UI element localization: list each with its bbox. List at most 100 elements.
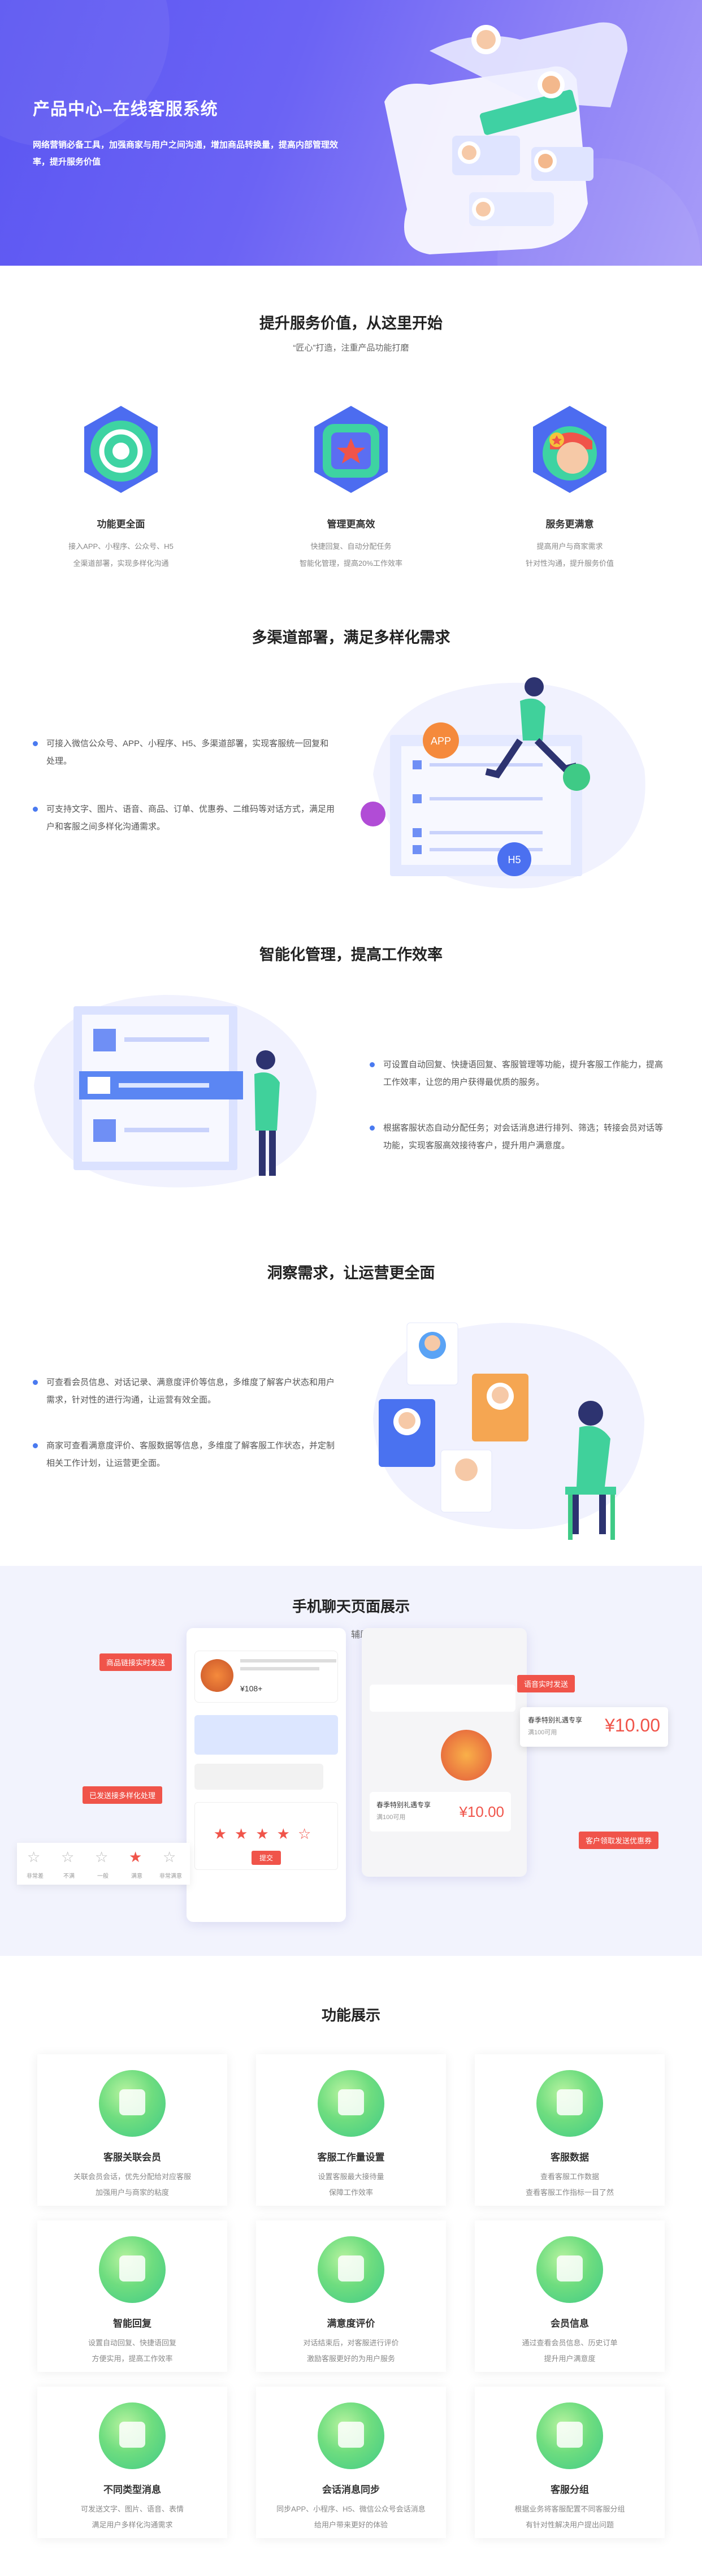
rating-panel: ★★★★☆ 提交 bbox=[194, 1802, 338, 1870]
values-subtitle: “匠心”打造，注重产品功能打磨 bbox=[293, 343, 409, 353]
feature-card: 客服分组 根据业务将客服配置不同客服分组有针对性解决用户提出问题 bbox=[475, 2387, 665, 2538]
star-label: 满意 bbox=[131, 1873, 142, 1880]
bullet-dot bbox=[370, 1062, 375, 1067]
app-badge: APP bbox=[431, 735, 451, 747]
value-desc-line: 接入APP、小程序、公众号、H5 bbox=[68, 542, 174, 551]
user-satisfaction-icon bbox=[533, 406, 606, 493]
feature-card: 智能回复 设置自动回复、快捷语回复方便实用，提高工作效率 bbox=[37, 2220, 227, 2372]
smart-paragraph-1: 可设置自动回复、快捷语回复、客服管理等功能，提升客服工作能力，提高工作效率，让您… bbox=[370, 1056, 666, 1091]
coupon-name: 春季特别礼遇专享 bbox=[528, 1716, 583, 1724]
feature-card: 满意度评价 对话结束后，对客服进行评价激励客服更好的为用户服务 bbox=[256, 2220, 446, 2372]
feature-desc-line: 方便实用，提高工作效率 bbox=[92, 2354, 173, 2363]
feature-desc-line: 根据业务将客服配置不同客服分组 bbox=[514, 2505, 625, 2513]
rating-stars[interactable]: ★★★★☆ bbox=[213, 1825, 319, 1842]
star-label: 一般 bbox=[97, 1873, 109, 1880]
chat-title: 手机聊天页面展示 bbox=[292, 1598, 410, 1615]
icon-glyph bbox=[119, 2255, 145, 2281]
paragraph-text: 根据客服状态自动分配任务；对会话消息进行排列、筛选；转接会员对话等功能，实现客服… bbox=[383, 1123, 664, 1150]
value-card: 服务更满意 提高用户与商家需求针对性沟通，提升服务价值 bbox=[491, 401, 649, 572]
feature-desc: 查看客服工作数据查看客服工作指标一目了然 bbox=[475, 2169, 665, 2201]
hero-description: 网络营销必备工具，加强商家与用户之间沟通，增加商品转换量，提高内部管理效率，提升… bbox=[33, 140, 339, 167]
hero-illustration bbox=[384, 22, 627, 254]
phone-mockup-left: ¥108+ ★★★★☆ 提交 bbox=[187, 1628, 346, 1922]
feature-desc: 同步APP、小程序、H5、微信公众号会话消息给用户带来更好的体验 bbox=[256, 2501, 446, 2533]
feature-desc-line: 查看客服工作指标一目了然 bbox=[525, 2188, 614, 2197]
paragraph-text: 可支持文字、图片、语音、商品、订单、优惠券、二维码等对话方式，满足用户和客服之间… bbox=[46, 804, 335, 832]
hero-banner: 产品中心–在线客服系统 网络营销必备工具，加强商家与用户之间沟通，增加商品转换量… bbox=[0, 0, 702, 266]
rating-submit-button[interactable]: 提交 bbox=[251, 1851, 281, 1865]
coupon-card: 春季特别礼遇专享 满100可用 ¥10.00 bbox=[370, 1792, 511, 1832]
feature-desc: 设置自动回复、快捷语回复方便实用，提高工作效率 bbox=[37, 2335, 227, 2367]
feature-desc: 根据业务将客服配置不同客服分组有针对性解决用户提出问题 bbox=[475, 2501, 665, 2533]
feature-desc-line: 有针对性解决用户提出问题 bbox=[525, 2521, 614, 2529]
feature-card: 客服关联会员 关联会员会话，优先分配给对应客服加强用户与商家的粘度 bbox=[37, 2054, 227, 2206]
feature-title: 会话消息同步 bbox=[322, 2484, 380, 2495]
camera-icon bbox=[84, 406, 158, 493]
value-title: 功能更全面 bbox=[97, 519, 145, 530]
star-icon[interactable]: ☆ bbox=[163, 1848, 176, 1865]
chat-section-background bbox=[0, 1566, 702, 1956]
value-title: 管理更高效 bbox=[327, 519, 375, 530]
values-title: 提升服务价值，从这里开始 bbox=[259, 315, 443, 332]
chat-bubble bbox=[370, 1685, 515, 1712]
tag-multi-handling: 已发送接多样化处理 bbox=[83, 1786, 163, 1804]
multi-channel-illustration: APP H5 bbox=[361, 677, 645, 889]
icon-glyph bbox=[338, 2089, 364, 2115]
icon-glyph bbox=[557, 2255, 583, 2281]
star-icon[interactable]: ☆ bbox=[61, 1848, 75, 1865]
insight-paragraph-2: 商家可查看满意度评价、客服数据等信息，多维度了解客服工作状态，并定制相关工作计划… bbox=[33, 1437, 335, 1472]
multi-paragraph-1: 可接入微信公众号、APP、小程序、H5、多渠道部署，实现客服统一回复和处理。 bbox=[33, 735, 335, 770]
feature-desc-line: 设置自动回复、快捷语回复 bbox=[88, 2339, 176, 2347]
feature-card: 客服数据 查看客服工作数据查看客服工作指标一目了然 bbox=[475, 2054, 665, 2206]
feature-desc: 对话结束后，对客服进行评价激励客服更好的为用户服务 bbox=[256, 2335, 446, 2367]
bullet-dot bbox=[33, 1443, 38, 1448]
bullet-dot bbox=[33, 807, 38, 812]
feature-desc-line: 提升用户满意度 bbox=[544, 2354, 596, 2363]
features-title: 功能展示 bbox=[321, 2007, 380, 2024]
star-icon[interactable]: ☆ bbox=[95, 1848, 109, 1865]
value-card: 管理更高效 快捷回复、自动分配任务智能化管理，提高20%工作效率 bbox=[272, 401, 430, 572]
bullet-dot bbox=[33, 1380, 38, 1385]
message-sync-icon bbox=[318, 2402, 384, 2469]
feature-desc-line: 加强用户与商家的粘度 bbox=[95, 2188, 169, 2197]
feature-desc: 通过查看会员信息、历史订单提升用户满意度 bbox=[475, 2335, 665, 2367]
icon-glyph bbox=[119, 2422, 145, 2448]
product-image bbox=[201, 1659, 233, 1692]
value-desc-line: 全渠道部署，实现多样化沟通 bbox=[73, 559, 169, 568]
feature-desc-line: 对话结束后，对客服进行评价 bbox=[303, 2339, 399, 2347]
star-icon[interactable]: ☆ bbox=[27, 1848, 41, 1865]
feature-desc-line: 通过查看会员信息、历史订单 bbox=[522, 2339, 618, 2347]
paragraph-text: 可设置自动回复、快捷语回复、客服管理等功能，提升客服工作能力，提高工作效率，让您… bbox=[383, 1060, 664, 1087]
paragraph-text: 可接入微信公众号、APP、小程序、H5、多渠道部署，实现客服统一回复和处理。 bbox=[46, 739, 329, 766]
feature-desc: 设置客服最大接待量保障工作效率 bbox=[256, 2169, 446, 2201]
member-info-icon bbox=[536, 2236, 603, 2303]
feature-title: 客服分组 bbox=[551, 2484, 589, 2495]
value-desc-line: 快捷回复、自动分配任务 bbox=[310, 542, 392, 551]
feature-card: 客服工作量设置 设置客服最大接待量保障工作效率 bbox=[256, 2054, 446, 2206]
smart-reply-icon bbox=[99, 2236, 166, 2303]
feature-desc-line: 激励客服更好的为用户服务 bbox=[306, 2354, 395, 2363]
product-card: ¥108+ bbox=[194, 1651, 338, 1703]
star-icon[interactable]: ★ bbox=[129, 1848, 142, 1865]
bullet-dot bbox=[33, 741, 38, 746]
product-price: ¥108+ bbox=[240, 1684, 263, 1693]
data-chart-icon bbox=[536, 2070, 603, 2137]
phone-mockup-right: 春季特别礼遇专享 满100可用 ¥10.00 bbox=[362, 1628, 527, 1877]
message-types-icon bbox=[99, 2402, 166, 2469]
workload-settings-icon bbox=[318, 2070, 384, 2137]
feature-title: 客服关联会员 bbox=[103, 2152, 161, 2163]
feature-title: 满意度评价 bbox=[327, 2318, 375, 2329]
coupon-card-large: 春季特别礼遇专享 满100可用 ¥10.00 bbox=[520, 1707, 668, 1747]
icon-glyph bbox=[119, 2089, 145, 2115]
bullet-dot bbox=[370, 1125, 375, 1131]
icon-glyph bbox=[338, 2422, 364, 2448]
h5-badge: H5 bbox=[508, 854, 521, 865]
food-image bbox=[441, 1730, 492, 1781]
coupon-price: ¥10.00 bbox=[459, 1803, 504, 1820]
agent-group-icon bbox=[536, 2402, 603, 2469]
feature-desc: 关联会员会话，优先分配给对应客服加强用户与商家的粘度 bbox=[37, 2169, 227, 2201]
feature-card: 不同类型消息 可发送文字、图片、语音、表情满足用户多样化沟通需求 bbox=[37, 2387, 227, 2538]
smart-management-illustration bbox=[34, 995, 317, 1188]
chat-subtitle: 加强商家与用户之间的关系，辅助商家销售，提升服务价值 bbox=[233, 1630, 469, 1640]
hero-title: 产品中心–在线客服系统 bbox=[33, 100, 218, 119]
